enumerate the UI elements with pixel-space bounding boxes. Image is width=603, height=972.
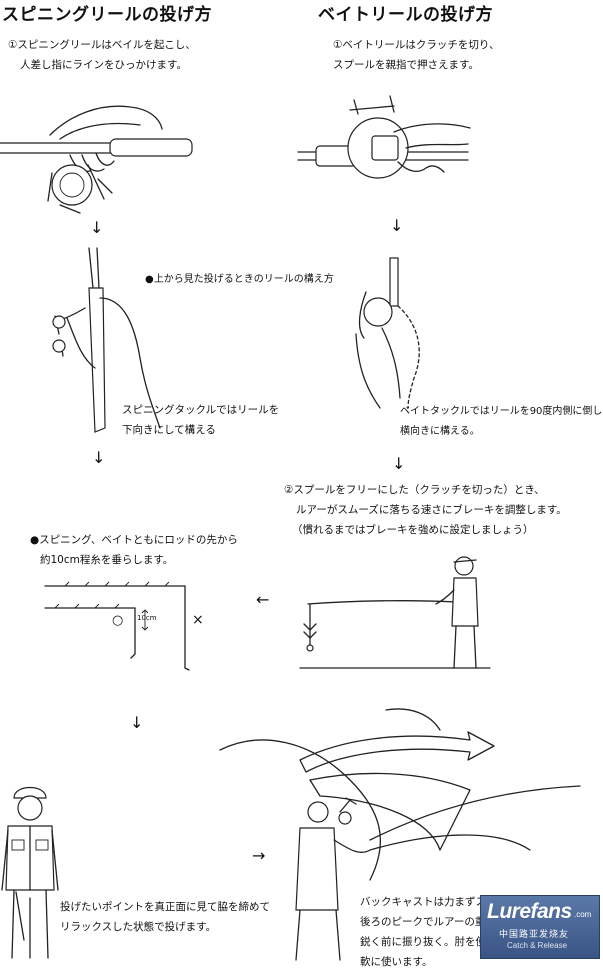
measure-label: 10cm xyxy=(137,614,157,622)
angler-front-illustration xyxy=(1,786,59,959)
baitcast-posture-illustration xyxy=(355,257,420,409)
down-arrow-icon: ↓ xyxy=(392,454,406,473)
left-section-title: スピニングリールの投げ方 xyxy=(2,5,212,25)
rod-tip-note: ●スピニング、ベイトともにロッドの先から 約10cm程糸を垂らします。 xyxy=(30,534,238,566)
spinning-step1-text: ①スピニングリールはベイルを起こし、 人差し指にラインをひっかけます。 xyxy=(8,39,196,71)
spinning-posture-illustration xyxy=(52,247,161,433)
baitcast-posture-text: ベイトタックルではリールを90度内側に倒し 横向きに構える。 xyxy=(400,406,603,437)
baitcast-grip-illustration xyxy=(297,95,471,179)
down-arrow-icon: ↓ xyxy=(92,448,106,467)
watermark-tagline: Catch & Release xyxy=(507,941,568,950)
cast-aim-text: 投げたいポイントを真正面に見て脇を締めて リラックスした状態で投げます。 xyxy=(60,901,270,933)
down-arrow-icon: ↓ xyxy=(90,218,104,237)
spinning-topview-note: ●上から見た投げるときのリールの構え方 xyxy=(145,274,334,285)
watermark-chinese: 中国路亚发烧友 xyxy=(499,930,570,940)
ok-mark: ○ xyxy=(112,613,124,628)
ng-mark: × xyxy=(192,612,204,628)
rod-tip-line-illustration xyxy=(44,581,190,671)
watermark-brand: Lurefans xyxy=(487,900,572,923)
down-arrow-icon: ↓ xyxy=(390,216,404,235)
baitcast-step2-text: ②スプールをフリーにした（クラッチを切った）とき、 ルアーがスムーズに落ちる速さ… xyxy=(284,484,567,536)
down-arrow-icon: ↓ xyxy=(130,713,144,732)
watermark-logo: Lurefans .com 中国路亚发烧友 Catch & Release xyxy=(480,895,600,959)
left-arrow-icon: ← xyxy=(256,590,270,609)
spinning-grip-illustration xyxy=(0,105,193,214)
angler-ready-illustration xyxy=(299,556,491,669)
spinning-posture-text: スピニングタックルではリールを 下向きにして構える xyxy=(122,404,280,436)
watermark-domain: .com xyxy=(574,910,592,919)
right-arrow-icon: → xyxy=(252,846,266,865)
casting-arc-illustration xyxy=(219,708,581,961)
right-section-title: ベイトリールの投げ方 xyxy=(318,5,493,25)
baitcast-step1-text: ①ベイトリールはクラッチを切り、 スプールを親指で押さえます。 xyxy=(333,39,500,71)
